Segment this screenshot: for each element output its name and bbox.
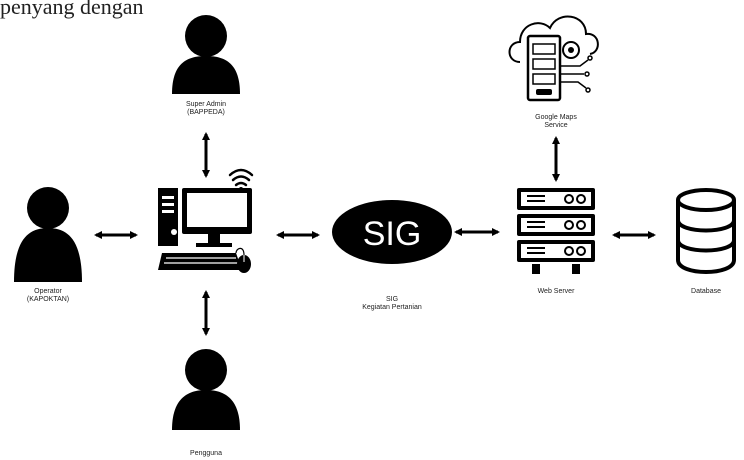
operator-label: Operator (KAPOKTAN) bbox=[26, 288, 70, 303]
pengguna-user-icon bbox=[172, 349, 240, 430]
database-label: Database bbox=[691, 288, 721, 295]
super-admin-user-icon bbox=[172, 15, 240, 94]
pengguna-label: Pengguna bbox=[190, 450, 222, 457]
sig-badge-text: SIG bbox=[363, 215, 422, 253]
web-server-label: Web Server bbox=[537, 288, 575, 295]
sig-ellipse bbox=[332, 200, 452, 264]
computer-icon bbox=[158, 188, 252, 273]
operator-user-icon bbox=[14, 187, 82, 282]
server-icon bbox=[517, 188, 595, 274]
sig-label: SIG Kegiatan Pertanian bbox=[362, 296, 422, 311]
cloud-server-icon bbox=[508, 15, 599, 102]
wifi-dot bbox=[239, 187, 243, 191]
database-icon bbox=[676, 188, 736, 274]
super-admin-label: Super Admin (BAPPEDA) bbox=[185, 101, 227, 116]
wifi-icon bbox=[228, 168, 254, 187]
google-maps-label: Google Maps Service bbox=[535, 114, 577, 129]
cropped-caption-text: penyang dengan bbox=[0, 0, 144, 19]
